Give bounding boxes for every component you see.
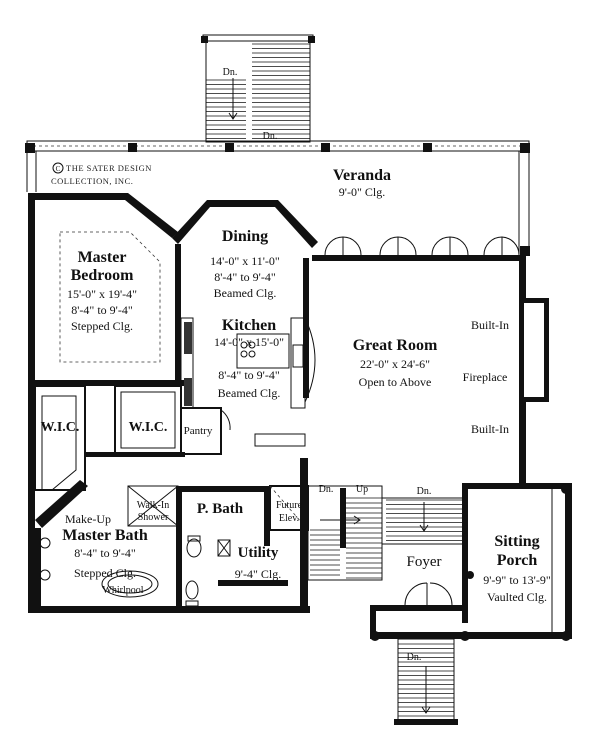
fireplace-label: Fireplace [463, 370, 508, 384]
p-bath-area [182, 486, 288, 607]
closets [34, 385, 185, 491]
veranda-ceiling: 9'-0" Clg. [339, 185, 385, 199]
copyright-line-1: THE SATER DESIGN [66, 163, 152, 173]
copyright-block: C THE SATER DESIGN COLLECTION, INC. [51, 162, 152, 186]
kitchen-ceiling-2: Beamed Clg. [218, 386, 281, 400]
master-bedroom-ceiling-1: 8'-4" to 9'-4" [71, 303, 133, 317]
great-room-label: Great Room [353, 337, 438, 354]
utility-label: Utility [238, 545, 279, 561]
foyer-stair-down-label: Dn. [417, 486, 432, 497]
dining-ceiling-1: 8'-4" to 9'-4" [214, 270, 276, 284]
pantry-label: Pantry [184, 425, 213, 437]
walk-in-shower-label-2: Shower [138, 512, 169, 523]
makeup-label: Make-Up [65, 512, 111, 526]
rear-stair-down-label: Dn. [223, 67, 238, 78]
p-bath-label: P. Bath [197, 501, 244, 517]
sitting-porch-ceiling-1: 9'-9" to 13'-9" [483, 573, 551, 587]
utility-ceiling: 9'-4" Clg. [235, 567, 281, 581]
dining-dims: 14'-0" x 11'-0" [210, 254, 280, 268]
foyer-area: Dn. [370, 483, 468, 623]
sitting-porch-label-2: Porch [497, 552, 538, 569]
rear-stair: Dn. Dn. [201, 34, 315, 143]
veranda-railing [25, 140, 530, 256]
master-bedroom-dims: 15'-0" x 19'-4" [67, 287, 137, 301]
sitting-porch-ceiling-2: Vaulted Clg. [487, 590, 547, 604]
foyer-label: Foyer [407, 554, 442, 570]
future-elevator-label-1: Future [276, 500, 303, 511]
wic-left-label: W.I.C. [41, 420, 80, 435]
master-bath-area [35, 480, 182, 608]
sitting-porch-area [370, 483, 572, 641]
great-room-ceiling: Open to Above [359, 375, 432, 389]
master-bedroom-ceiling-2: Stepped Clg. [71, 319, 133, 333]
copyright-line-2: COLLECTION, INC. [51, 176, 133, 186]
kitchen-ceiling-1: 8'-4" to 9'-4" [218, 368, 280, 382]
master-bath-label: Master Bath [62, 527, 148, 544]
master-bedroom-label-2: Bedroom [71, 267, 134, 284]
master-bedroom-label-1: Master [78, 249, 127, 266]
built-in-top-label: Built-In [471, 318, 509, 332]
veranda-label: Veranda [333, 167, 391, 184]
master-bath-ceiling-2: Stepped Clg. [74, 566, 136, 580]
veranda-doors [324, 236, 520, 256]
future-elevator-label-2: Elev. [279, 513, 299, 524]
dining-label: Dining [222, 228, 268, 245]
rear-stair-down-label-2: Dn. [263, 131, 278, 142]
sitting-porch-label-1: Sitting [494, 533, 539, 550]
exterior-walls [28, 193, 549, 613]
front-stair-down-label: Dn. [407, 652, 422, 663]
master-bedroom [35, 231, 185, 386]
kitchen-dims: 14'-0" x 15'-0" [214, 335, 284, 349]
front-stair: Dn. [394, 638, 458, 725]
whirlpool-label: Whirlpool [102, 585, 143, 596]
central-stair-down-label: Dn. [319, 484, 334, 495]
built-in-bottom-label: Built-In [471, 422, 509, 436]
walk-in-shower-label-1: Walk-In [137, 500, 170, 511]
central-stair: Dn. Up [300, 458, 383, 613]
central-stair-up-label: Up [356, 484, 368, 495]
copyright-symbol: C [56, 165, 61, 173]
wic-right-label: W.I.C. [129, 420, 168, 435]
dining-ceiling-2: Beamed Clg. [214, 286, 277, 300]
kitchen-label: Kitchen [222, 317, 276, 334]
great-room-dims: 22'-0" x 24'-6" [360, 357, 430, 371]
master-bath-ceiling-1: 8'-4" to 9'-4" [74, 546, 136, 560]
